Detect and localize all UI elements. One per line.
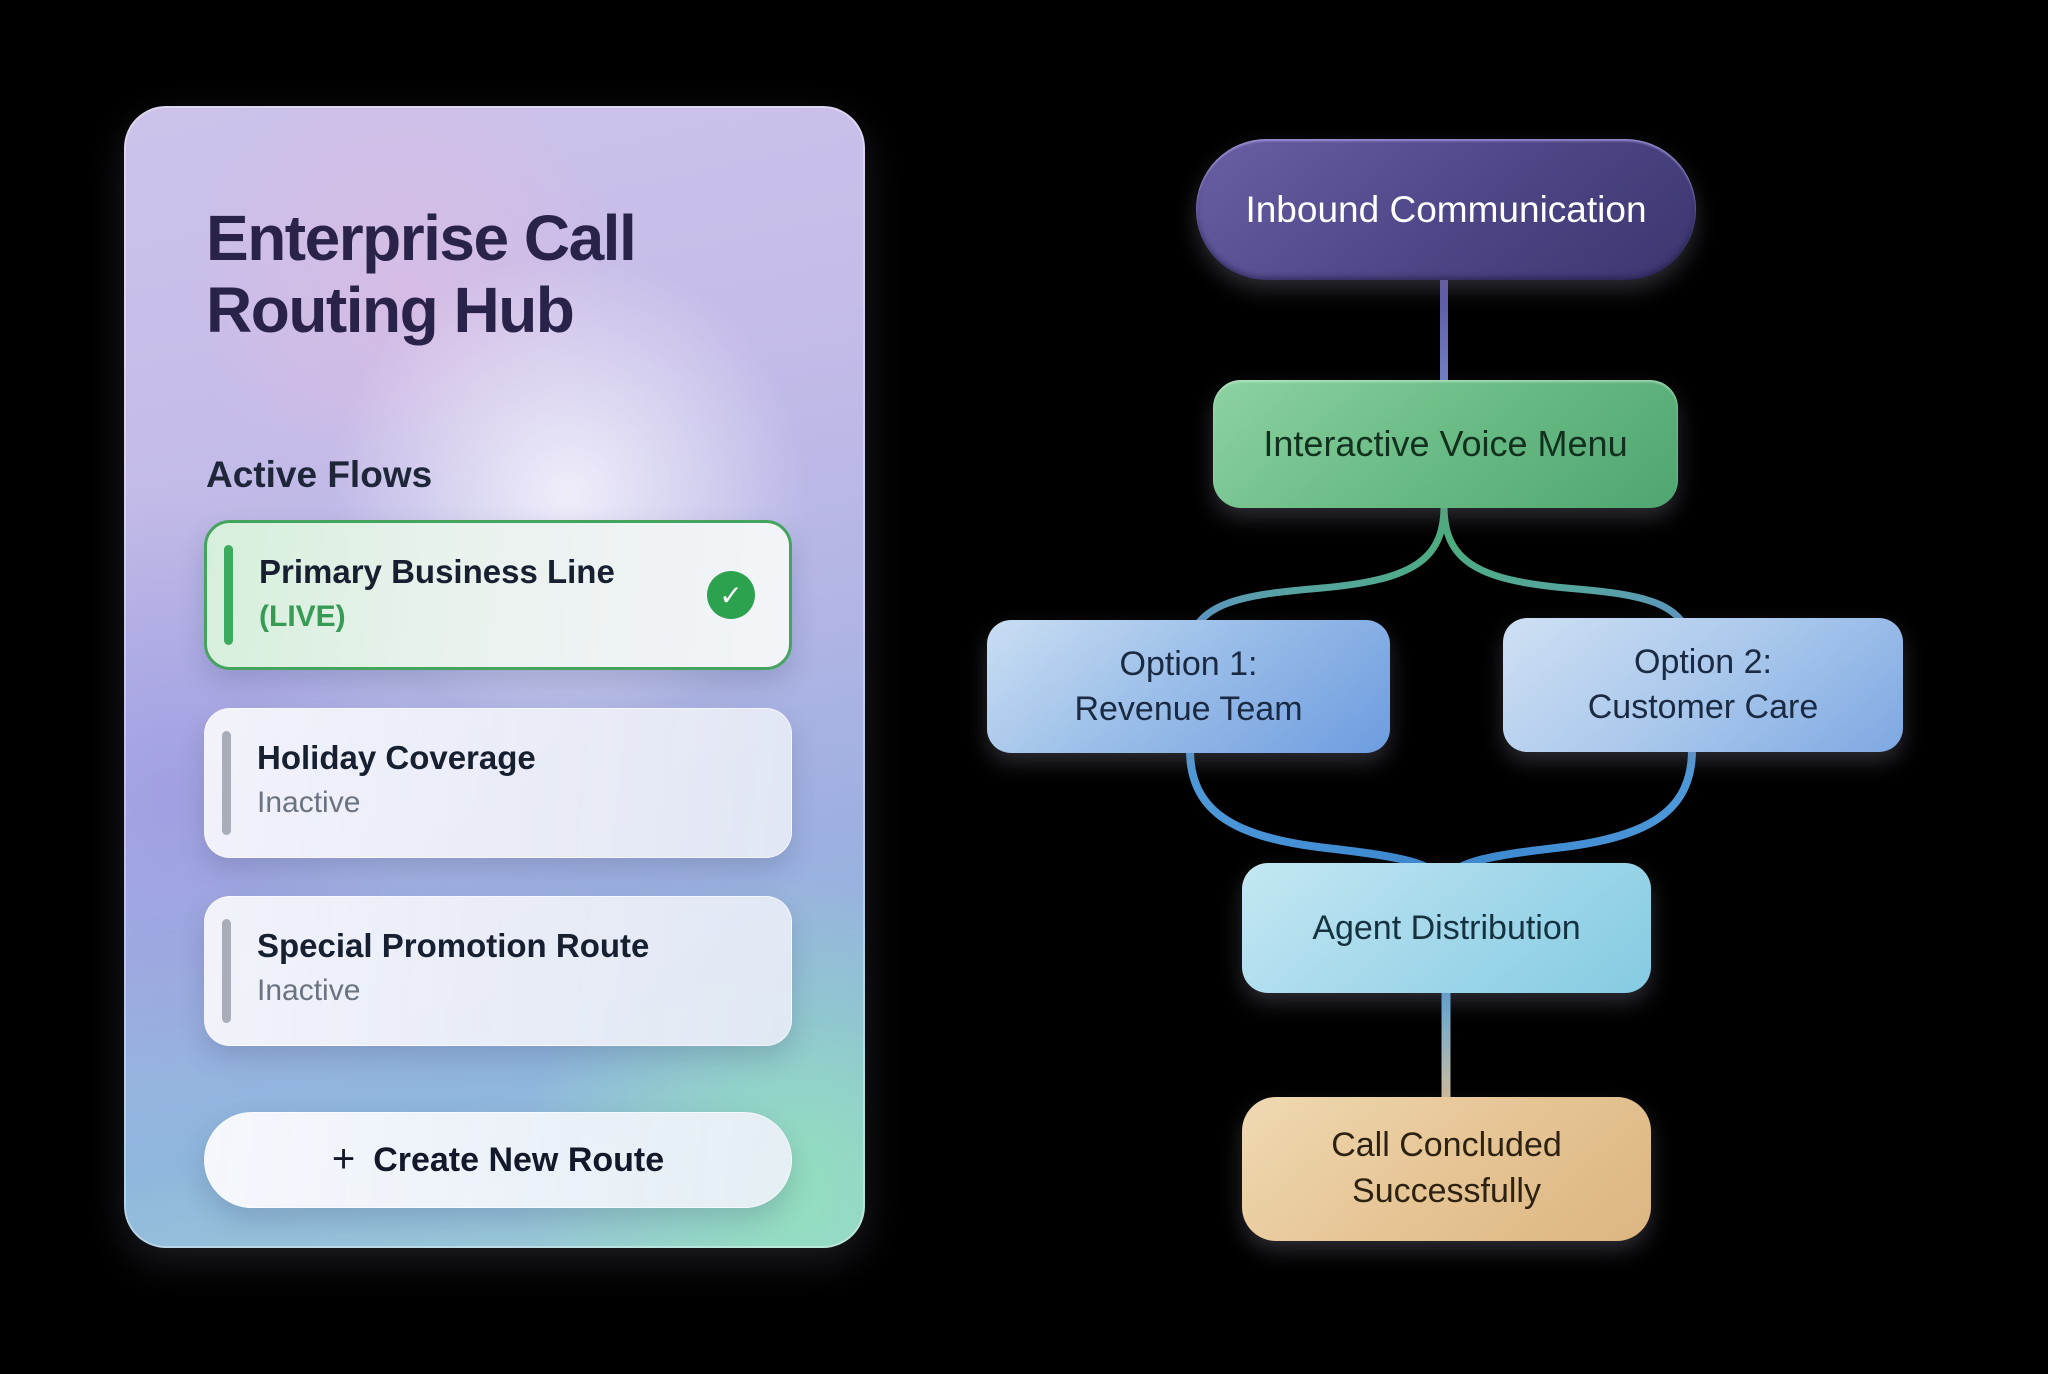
- page-title-line1: Enterprise Call: [206, 202, 637, 274]
- flow-card-text: Holiday Coverage Inactive: [257, 735, 536, 825]
- node-label-line2: Successfully: [1352, 1172, 1541, 1210]
- node-label-line1: Option 1:: [1119, 644, 1258, 683]
- plus-icon: +: [331, 1136, 356, 1181]
- flow-name: Holiday Coverage: [257, 739, 536, 776]
- node-label-line1: Option 2:: [1634, 643, 1772, 682]
- call-routing-panel: Enterprise Call Routing Hub Active Flows…: [124, 106, 865, 1248]
- flow-node-inbound-communication[interactable]: Inbound Communication: [1196, 139, 1696, 280]
- node-label-line1: Call Concluded: [1331, 1126, 1562, 1165]
- flow-node-agent-distribution[interactable]: Agent Distribution: [1242, 863, 1651, 993]
- flow-card-special-promotion-route[interactable]: Special Promotion Route Inactive: [204, 896, 792, 1046]
- flow-card-primary-business-line[interactable]: Primary Business Line (LIVE) ✓: [204, 520, 792, 670]
- inactive-indicator-bar: [222, 919, 231, 1023]
- flow-card-holiday-coverage[interactable]: Holiday Coverage Inactive: [204, 708, 792, 858]
- page-title-line2: Routing Hub: [206, 274, 575, 347]
- flow-status-live: (LIVE): [259, 600, 346, 634]
- node-label: Interactive Voice Menu: [1263, 423, 1628, 464]
- flow-node-interactive-voice-menu[interactable]: Interactive Voice Menu: [1213, 380, 1678, 508]
- check-icon: ✓: [707, 571, 755, 619]
- node-label: Call Concluded Successfully: [1331, 1123, 1562, 1215]
- node-label: Option 2: Customer Care: [1588, 640, 1819, 730]
- node-label-line2: Customer Care: [1587, 688, 1819, 726]
- inactive-indicator-bar: [222, 731, 231, 835]
- flow-name: Special Promotion Route: [257, 927, 650, 964]
- page-title: Enterprise Call Routing Hub: [206, 202, 806, 347]
- node-label-line2: Revenue Team: [1074, 689, 1303, 728]
- flow-name: Primary Business Line: [259, 553, 615, 590]
- flow-card-text: Special Promotion Route Inactive: [257, 923, 649, 1013]
- active-indicator-bar: [224, 545, 233, 645]
- create-new-route-button[interactable]: + Create New Route: [204, 1112, 792, 1208]
- flow-card-text: Primary Business Line (LIVE): [259, 549, 615, 639]
- create-new-route-label: Create New Route: [373, 1140, 665, 1179]
- active-flows-label: Active Flows: [206, 454, 433, 495]
- flow-status-inactive: Inactive: [257, 974, 361, 1008]
- flow-node-call-concluded[interactable]: Call Concluded Successfully: [1242, 1097, 1651, 1241]
- node-label: Agent Distribution: [1312, 908, 1581, 947]
- flow-node-option2-customer-care[interactable]: Option 2: Customer Care: [1503, 618, 1903, 752]
- node-label: Inbound Communication: [1245, 188, 1647, 230]
- flow-status-inactive: Inactive: [257, 786, 361, 820]
- node-label: Option 1: Revenue Team: [1074, 642, 1302, 732]
- flow-node-option1-revenue-team[interactable]: Option 1: Revenue Team: [987, 620, 1390, 753]
